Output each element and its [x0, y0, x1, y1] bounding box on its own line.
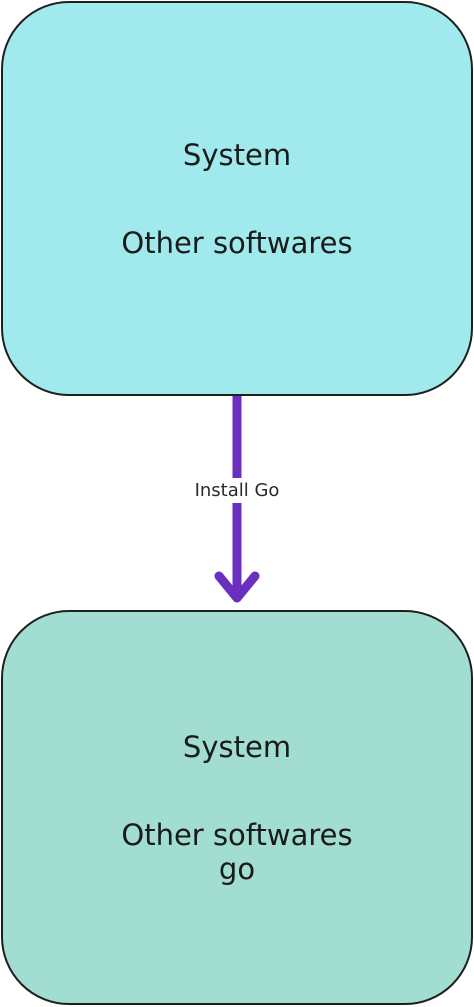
node-title: System — [182, 137, 292, 172]
node-line-other-softwares: Other softwares — [121, 225, 353, 260]
node-system-before[interactable]: System Other softwares — [1, 1, 473, 396]
node-line-go: go — [218, 851, 256, 886]
arrow-head-icon — [214, 571, 260, 603]
node-title: System — [182, 729, 292, 764]
edge-label: Install Go — [191, 478, 283, 503]
node-system-after[interactable]: System Other softwares go — [1, 610, 473, 1005]
edge-label-container: Install Go — [0, 478, 474, 504]
node-line-other-softwares: Other softwares — [121, 817, 353, 852]
